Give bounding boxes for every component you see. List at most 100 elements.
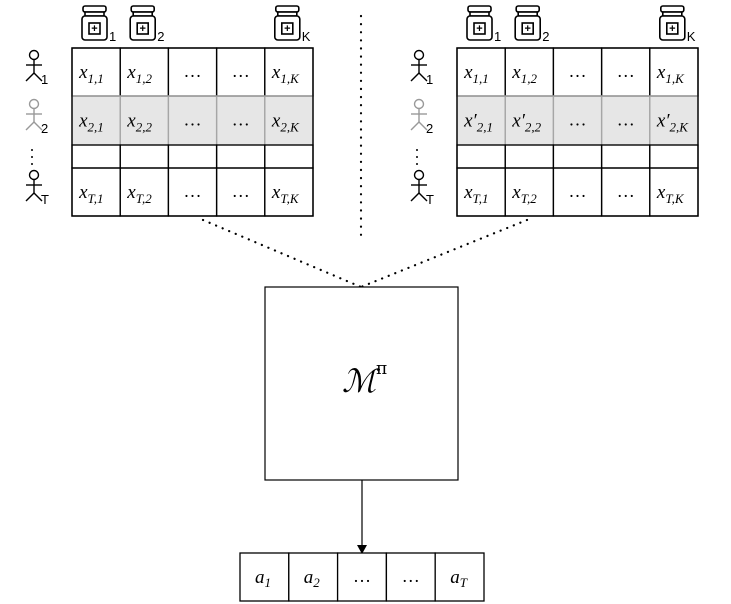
symbol: x [271, 182, 281, 203]
ellipsis-dot [31, 156, 33, 158]
symbol: x′ [463, 111, 477, 132]
item-label: K [687, 29, 696, 44]
ellipsis: … [232, 61, 250, 81]
symbol: x [126, 182, 136, 203]
ellipsis: … [617, 110, 635, 130]
symbol: x [656, 182, 666, 203]
item-jar-icon: + [129, 5, 156, 41]
subscript: 2,K [280, 120, 300, 135]
user-label: 2 [426, 121, 433, 136]
ellipsis-dot [416, 149, 418, 151]
subscript: 2,1 [477, 120, 493, 135]
subscript: 2,1 [88, 120, 104, 135]
symbol: x′ [656, 111, 670, 132]
user-icon [25, 98, 43, 131]
table-cell [504, 144, 555, 169]
subscript: T,2 [136, 191, 153, 206]
item-label: 1 [494, 29, 501, 44]
table-cell [215, 144, 266, 169]
subscript: 2,2 [136, 120, 153, 135]
item-jar-icon: + [658, 5, 686, 41]
symbol: x [126, 111, 136, 132]
subscript: 1,K [665, 71, 685, 86]
ellipsis: … [402, 566, 420, 586]
subscript: T,1 [473, 191, 489, 206]
subscript: T,1 [88, 191, 104, 206]
user-icon [410, 98, 428, 131]
svg-text:+: + [669, 23, 675, 35]
user-label: 2 [41, 121, 48, 136]
user-label: T [41, 192, 49, 207]
model-box: ℳ π [264, 286, 459, 481]
table-cell [649, 144, 699, 169]
symbol: x [271, 111, 281, 132]
cell-value: x1,1 [78, 62, 104, 86]
subscript: 1,1 [88, 71, 104, 86]
symbol: x [78, 182, 88, 203]
cell-value: x1,2 [126, 62, 152, 86]
symbol: x [78, 62, 88, 83]
user-icon [410, 169, 428, 202]
item-label: 1 [109, 29, 116, 44]
cell-value: x′2,2 [511, 111, 541, 135]
ellipsis-dot [416, 156, 418, 158]
user-label: T [426, 192, 434, 207]
cell-value: x2,K [271, 111, 300, 135]
table-cell [167, 144, 218, 169]
svg-text:+: + [476, 23, 482, 35]
subscript: T,2 [521, 191, 538, 206]
symbol: x [463, 62, 473, 83]
user-icon [25, 169, 43, 202]
user-icon [25, 49, 43, 82]
table-cell [71, 144, 121, 169]
svg-text:+: + [139, 23, 145, 35]
subscript: 1,2 [521, 71, 538, 86]
ellipsis: … [569, 61, 587, 81]
ellipsis: … [353, 566, 371, 586]
ellipsis-dot [416, 163, 418, 165]
ellipsis: … [184, 181, 202, 201]
cell-value: x′2,K [656, 111, 689, 135]
subscript: 2,K [669, 120, 689, 135]
subscript: 1,2 [136, 71, 153, 86]
cell-value: x′2,1 [463, 111, 493, 135]
cell-value: xT,K [656, 182, 685, 206]
cell-value: x1,1 [463, 62, 489, 86]
item-label: 2 [542, 29, 549, 44]
svg-text:+: + [284, 23, 290, 35]
subscript: T,K [665, 191, 685, 206]
user-icon [410, 49, 428, 82]
ellipsis: … [232, 110, 250, 130]
symbol: x [271, 62, 281, 83]
action-cell [385, 552, 436, 602]
ellipsis-dot [31, 149, 33, 151]
cell-value: xT,1 [78, 182, 103, 206]
ellipsis: … [617, 61, 635, 81]
item-jar-icon: + [514, 5, 542, 41]
item-label: K [302, 29, 311, 44]
table-border [456, 47, 699, 217]
item-label: 2 [157, 29, 164, 44]
symbol: x [78, 111, 88, 132]
cell-value: x1,K [271, 62, 300, 86]
user-label: 1 [426, 72, 433, 87]
subscript: 2,2 [525, 120, 542, 135]
cell-value: x2,1 [78, 111, 104, 135]
action-value: a1 [255, 567, 271, 590]
table-cell [264, 144, 314, 169]
item-jar-icon: + [273, 5, 301, 41]
ellipsis: … [184, 61, 202, 81]
table-border [71, 47, 314, 217]
cell-value: xT,1 [463, 182, 488, 206]
ellipsis-dot [31, 163, 33, 165]
cell-value: x1,2 [511, 62, 537, 86]
ellipsis: … [617, 181, 635, 201]
model-superscript: π [376, 359, 387, 379]
ellipsis: … [232, 181, 250, 201]
ellipsis: … [569, 181, 587, 201]
action-cell [434, 552, 485, 602]
